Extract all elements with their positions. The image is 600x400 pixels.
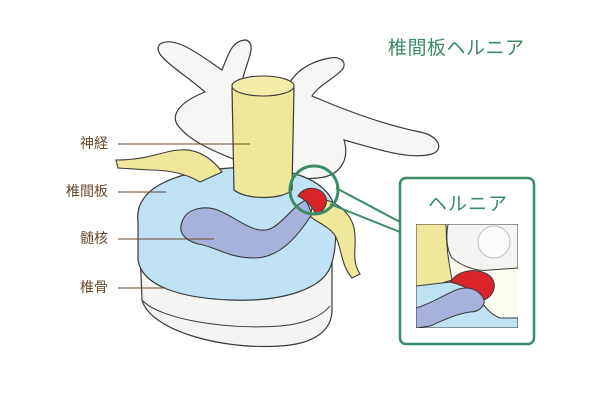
connector-line-top — [335, 187, 401, 223]
label-vertebra: 椎骨 — [80, 280, 108, 296]
label-nucleus: 髄核 — [80, 231, 108, 247]
diagram-title: 椎間板ヘルニア — [388, 37, 525, 59]
nerve-root-right — [309, 198, 361, 279]
label-disc: 椎間板 — [66, 184, 108, 200]
vertebra-body-rim — [141, 299, 331, 328]
connector-line-bottom — [329, 203, 401, 233]
herniation-shape — [297, 187, 327, 215]
inset-title: ヘルニア — [428, 193, 509, 215]
nerve-root-left — [115, 149, 223, 183]
spinal-cord — [231, 78, 295, 199]
label-nerve: 神経 — [80, 136, 108, 152]
spinal-cord-top — [231, 75, 295, 97]
vertebral-arch — [157, 39, 440, 181]
inset-zoom — [416, 224, 518, 328]
